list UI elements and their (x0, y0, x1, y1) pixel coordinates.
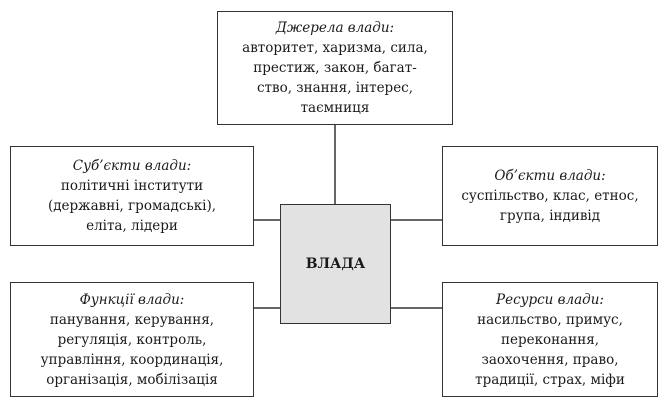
subjects-box: Суб’єкти влади: політичні інститути (дер… (10, 146, 254, 246)
functions-box: Функції влади: панування, керування, рег… (10, 282, 254, 397)
objects-box: Об’єкти влади: суспільство, клас, етнос,… (442, 146, 658, 246)
sources-title: Джерела влади: (275, 20, 395, 36)
objects-body: суспільство, клас, етнос, група, індивід (461, 188, 639, 224)
functions-title: Функції влади: (79, 291, 185, 308)
resources-box: Ресурси влади: насильство, примус, перек… (442, 282, 658, 397)
sources-box: Джерела влади: авторитет, харизма, сила,… (217, 11, 453, 125)
sources-body: авторитет, харизма, сила, престиж, закон… (242, 40, 428, 116)
center-box: ВЛАДА (280, 204, 391, 324)
resources-body: насильство, примус, переконання, заохоче… (475, 311, 625, 388)
subjects-title: Суб’єкти влади: (72, 158, 192, 174)
functions-body: панування, керування, регуляція, контрол… (40, 311, 224, 388)
subjects-body: політичні інститути (державні, громадськ… (47, 178, 217, 234)
objects-title: Об’єкти влади: (494, 168, 606, 184)
center-label: ВЛАДА (305, 256, 366, 272)
resources-title: Ресурси влади: (496, 291, 604, 308)
